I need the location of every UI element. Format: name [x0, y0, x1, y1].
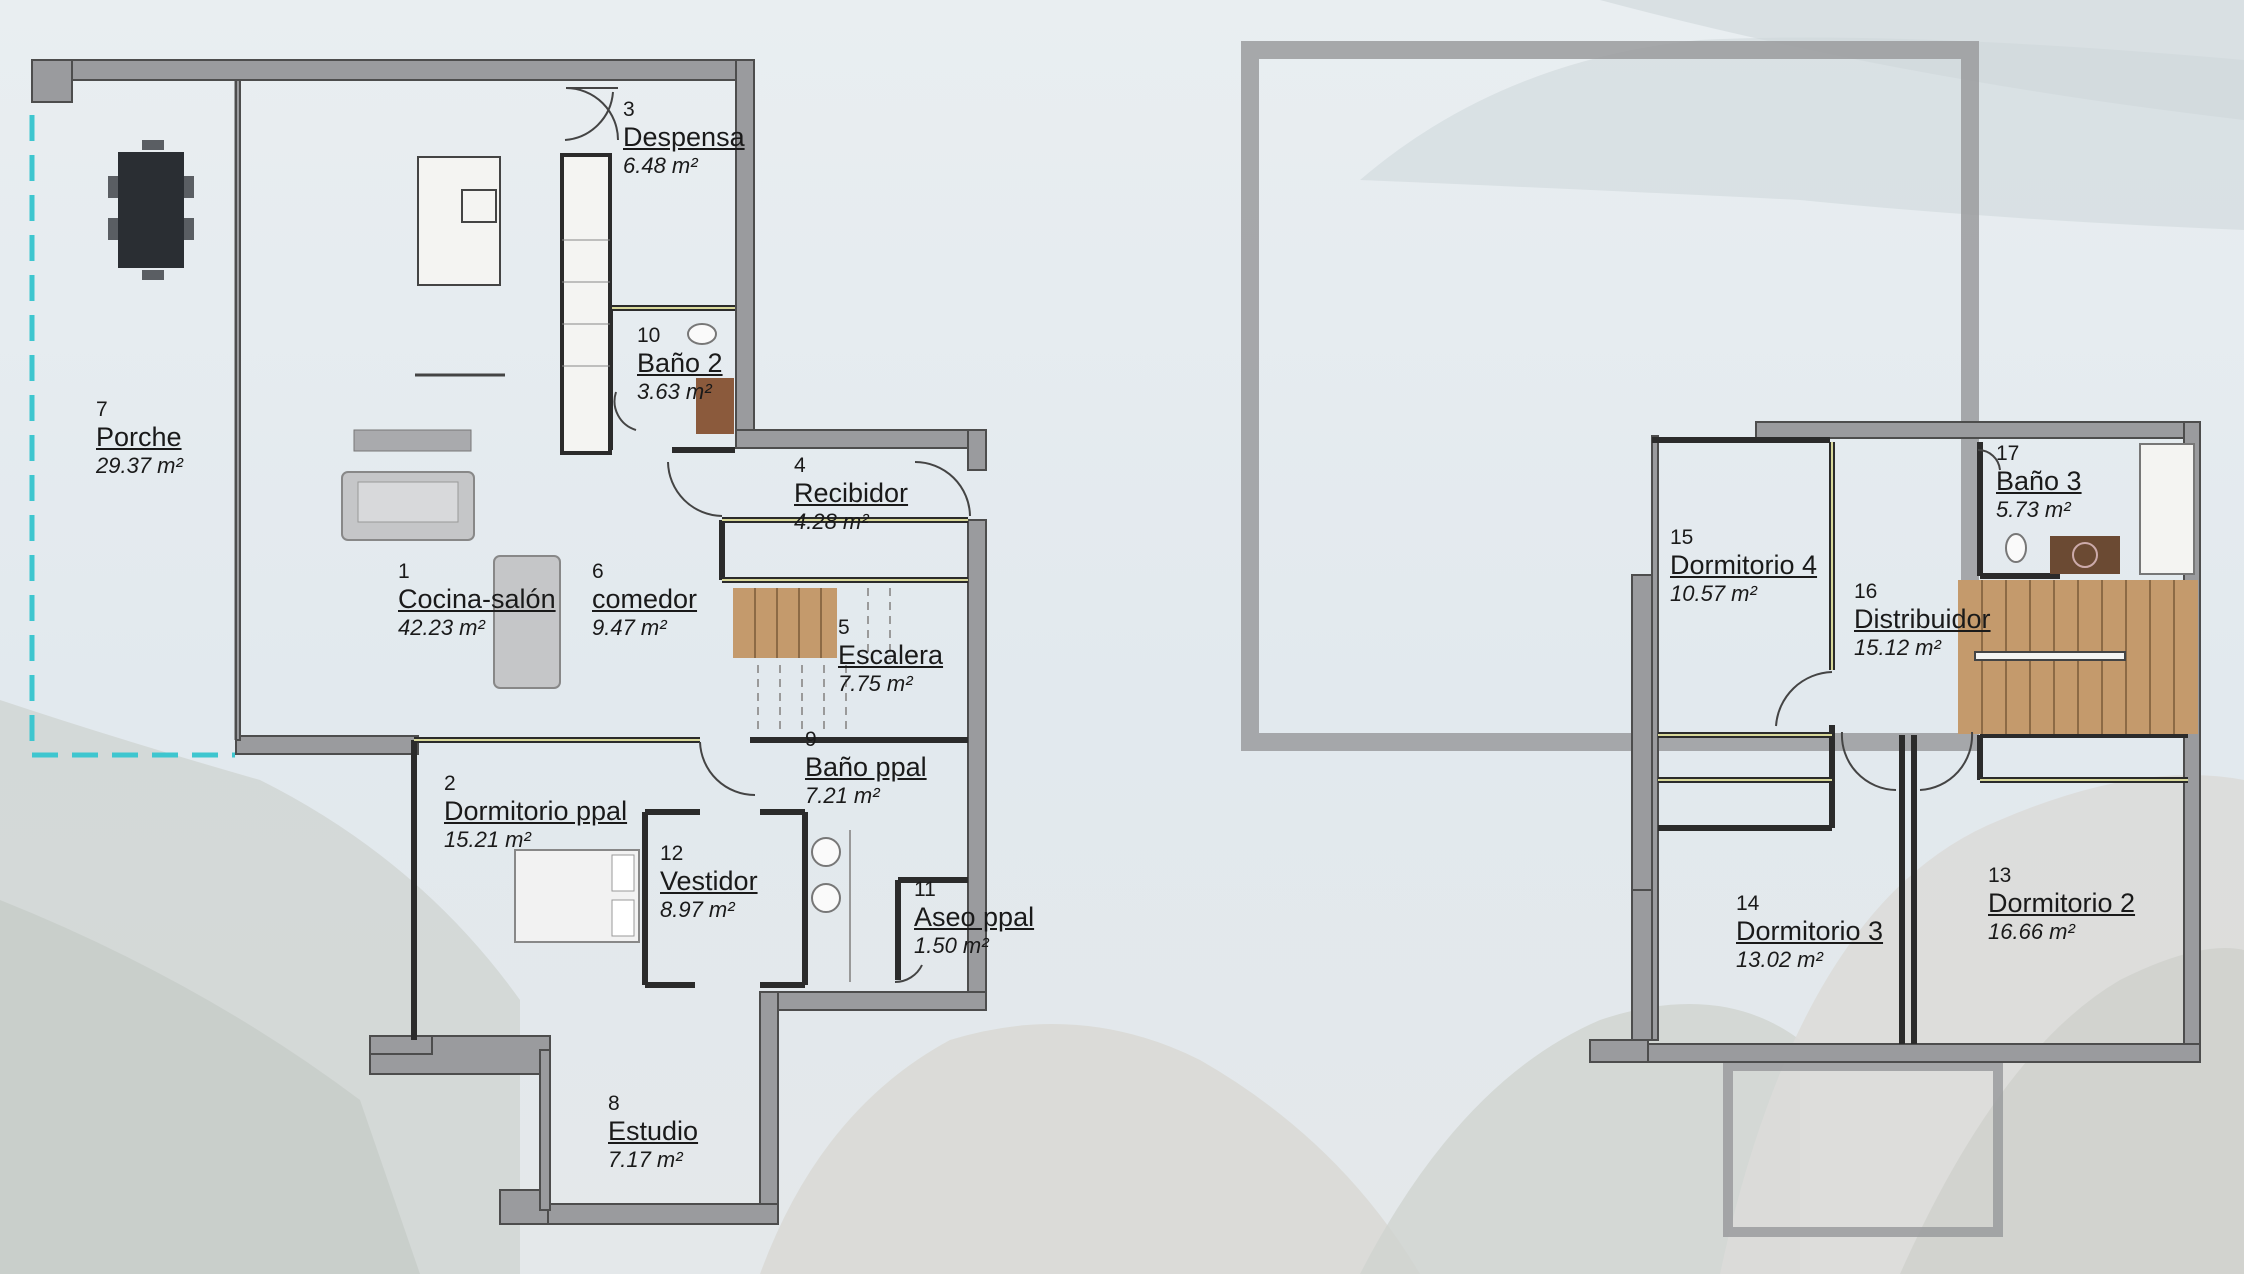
room-dormitorio4: 15 Dormitorio 4 10.57 m² — [1670, 526, 1817, 606]
room-number: 2 — [444, 772, 456, 795]
room-comedor: 6 comedor 9.47 m² — [592, 560, 697, 640]
room-area: 16.66 m² — [1988, 919, 2075, 945]
room-area: 15.21 m² — [444, 827, 531, 853]
room-name: Vestidor — [660, 866, 758, 897]
room-name: Baño 2 — [637, 348, 723, 379]
room-number: 4 — [794, 454, 806, 477]
balcony-outline — [1723, 1061, 2003, 1237]
room-area: 8.97 m² — [660, 897, 735, 923]
room-name: Dormitorio 4 — [1670, 550, 1818, 581]
room-name: Recibidor — [794, 478, 909, 509]
door-swings — [564, 87, 971, 983]
room-name: Baño 3 — [1996, 466, 2082, 497]
room-name: Baño ppal — [805, 752, 927, 783]
room-name: Distribuidor — [1854, 604, 1991, 635]
room-bano3: 17 Baño 3 5.73 m² — [1996, 442, 2082, 522]
room-name: Despensa — [623, 122, 745, 153]
room-name: Dormitorio 2 — [1988, 888, 2136, 919]
room-area: 1.50 m² — [914, 933, 989, 959]
staircase-wood — [733, 588, 837, 658]
exterior-walls — [31, 59, 987, 1225]
room-area: 6.48 m² — [623, 153, 698, 179]
upper-partition-highlight — [1658, 442, 2188, 781]
room-distribuidor: 16 Distribuidor 15.12 m² — [1854, 580, 1991, 660]
room-porche: 7 Porche 29.37 m² — [96, 398, 183, 478]
toilet-bano2 — [687, 323, 717, 345]
room-name: Dormitorio 3 — [1736, 916, 1884, 947]
room-estudio: 8 Estudio 7.17 m² — [608, 1092, 698, 1172]
room-name: Cocina-salón — [398, 584, 556, 615]
armchair — [493, 555, 561, 689]
room-number: 10 — [637, 324, 661, 347]
kitchen-counter — [560, 153, 612, 455]
room-area: 9.47 m² — [592, 615, 667, 641]
room-number: 15 — [1670, 526, 1694, 549]
room-number: 13 — [1988, 864, 2012, 887]
room-cocina-salon: 1 Cocina-salón 42.23 m² — [398, 560, 556, 640]
roof-void-outline — [1241, 41, 1979, 751]
room-vestidor: 12 Vestidor 8.97 m² — [660, 842, 758, 922]
room-area: 7.17 m² — [608, 1147, 683, 1173]
room-number: 16 — [1854, 580, 1878, 603]
toilet-bano3 — [2005, 533, 2027, 563]
room-area: 5.73 m² — [1996, 497, 2071, 523]
room-area: 4.28 m² — [794, 509, 869, 535]
room-name: Escalera — [838, 640, 944, 671]
shower-bano3 — [2139, 443, 2195, 575]
room-number: 6 — [592, 560, 604, 583]
staircase-dashed-steps — [757, 588, 891, 730]
sink-1 — [811, 837, 841, 867]
room-number: 5 — [838, 616, 850, 639]
porch-dashed-outline — [29, 115, 235, 758]
room-number: 17 — [1996, 442, 2020, 465]
room-despensa: 3 Despensa 6.48 m² — [623, 98, 745, 178]
room-dormitorio-ppal: 2 Dormitorio ppal 15.21 m² — [444, 772, 627, 852]
tv-unit — [353, 429, 472, 452]
sink-2 — [811, 883, 841, 913]
room-area: 7.75 m² — [838, 671, 913, 697]
room-bano-ppal: 9 Baño ppal 7.21 m² — [805, 728, 927, 808]
room-bano2: 10 Baño 2 3.63 m² — [637, 324, 723, 404]
ground-floor — [29, 59, 987, 1225]
room-name: Aseo ppal — [914, 902, 1035, 933]
upper-door-swings — [1775, 448, 2001, 791]
room-name: Dormitorio ppal — [444, 796, 628, 827]
room-area: 15.12 m² — [1854, 635, 1941, 661]
room-number: 11 — [914, 878, 936, 901]
vanity-bano3 — [2050, 536, 2120, 574]
room-number: 12 — [660, 842, 684, 865]
room-name: Estudio — [608, 1116, 699, 1147]
room-number: 1 — [398, 560, 410, 583]
room-area: 42.23 m² — [398, 615, 485, 641]
room-area: 10.57 m² — [1670, 581, 1757, 607]
room-dormitorio2: 13 Dormitorio 2 16.66 m² — [1988, 864, 2135, 944]
room-dormitorio3: 14 Dormitorio 3 13.02 m² — [1736, 892, 1883, 972]
room-number: 9 — [805, 728, 817, 751]
room-name: comedor — [592, 584, 698, 615]
room-escalera: 5 Escalera 7.75 m² — [838, 616, 943, 696]
room-number: 8 — [608, 1092, 620, 1115]
room-recibidor: 4 Recibidor 4.28 m² — [794, 454, 908, 534]
room-area: 3.63 m² — [637, 379, 712, 405]
room-area: 29.37 m² — [96, 453, 183, 479]
room-area: 13.02 m² — [1736, 947, 1823, 973]
room-name: Porche — [96, 422, 182, 453]
upper-floor — [1241, 41, 2201, 1237]
room-aseo-ppal: 11 Aseo ppal 1.50 m² — [914, 878, 1034, 958]
room-number: 3 — [623, 98, 635, 121]
partition-inner-highlight — [414, 307, 968, 741]
room-number: 14 — [1736, 892, 1760, 915]
room-number: 7 — [96, 398, 108, 421]
room-area: 7.21 m² — [805, 783, 880, 809]
porch-table — [118, 152, 184, 268]
